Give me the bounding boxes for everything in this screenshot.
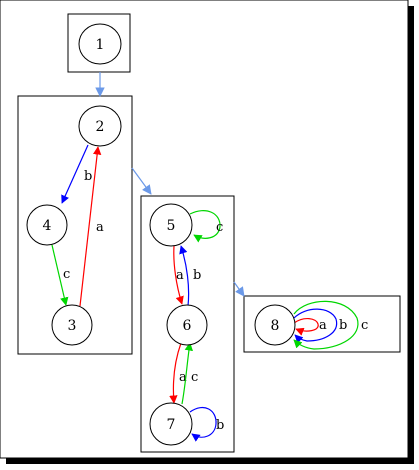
node-6: 6	[166, 304, 208, 346]
edge-5-6-a	[173, 245, 184, 305]
node-label-3: 3	[68, 318, 77, 334]
edge-label-4-3: c	[63, 267, 70, 282]
cluster-edge-5-to-8	[233, 281, 245, 297]
edge-8-8-a	[293, 318, 319, 336]
edge-2-4-b	[61, 144, 89, 204]
node-3: 3	[51, 304, 93, 346]
edge-label-8-8-a: a	[319, 318, 327, 333]
node-4: 4	[26, 204, 68, 246]
edge-5-5-c	[189, 210, 221, 243]
edge-label-3-2: a	[96, 220, 104, 235]
node-label-6: 6	[183, 318, 192, 334]
node-label-7: 7	[167, 417, 176, 433]
page-frame	[0, 0, 409, 459]
edge-label-8-8-c: c	[361, 318, 368, 333]
edge-label-2-4: b	[84, 169, 92, 184]
cluster-2-3-4	[17, 95, 133, 355]
edge-label-5-5: c	[216, 220, 223, 235]
edge-8-8-c	[293, 300, 359, 350]
node-label-8: 8	[271, 318, 280, 334]
edge-7-7-b	[189, 407, 217, 442]
node-5: 5	[149, 203, 193, 247]
node-label-4: 4	[43, 218, 52, 234]
edge-label-6-5: b	[193, 268, 201, 283]
node-label-5: 5	[167, 218, 176, 234]
edge-label-7-6: c	[191, 370, 198, 385]
edge-4-3-c	[51, 244, 69, 306]
node-8: 8	[254, 304, 296, 346]
edge-label-8-8-b: b	[339, 318, 347, 333]
cluster-8	[243, 295, 401, 353]
edge-label-5-6: a	[176, 268, 184, 283]
edge-6-7-a	[169, 342, 182, 404]
cluster-5-6-7	[140, 195, 235, 453]
node-label-2: 2	[96, 119, 105, 135]
cluster-edge-2-to-5	[131, 167, 152, 195]
edge-3-2-a	[79, 146, 102, 307]
edge-8-8-b	[293, 308, 338, 344]
node-2: 2	[78, 105, 122, 147]
edge-6-5-b	[179, 245, 190, 307]
node-1: 1	[78, 23, 122, 65]
node-label-1: 1	[96, 37, 105, 53]
cluster-1	[67, 13, 131, 73]
node-7: 7	[149, 402, 193, 446]
edge-7-6-c	[181, 342, 193, 405]
edge-label-7-7: b	[216, 418, 224, 433]
edge-label-6-7: a	[179, 370, 187, 385]
